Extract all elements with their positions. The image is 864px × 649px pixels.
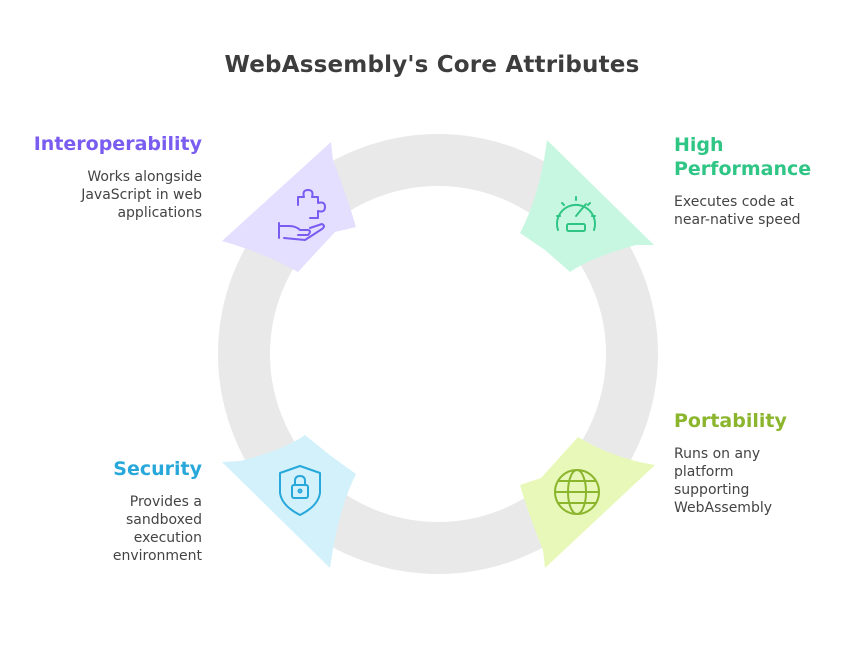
attribute-description: Provides a sandboxed execution environme… xyxy=(112,494,202,564)
puzzle-hand-icon xyxy=(278,189,326,241)
speedometer-icon xyxy=(556,196,596,232)
attribute-high-performance: High Performance Executes code at near-n… xyxy=(674,133,849,229)
attribute-description: Executes code at near-native speed xyxy=(674,194,801,228)
attribute-description: Runs on any platform supporting WebAssem… xyxy=(674,446,772,516)
attribute-security: Security Provides a sandboxed execution … xyxy=(40,457,202,565)
segment-perf xyxy=(520,140,654,272)
attribute-portability: Portability Runs on any platform support… xyxy=(674,409,849,517)
segment-interop xyxy=(222,142,356,272)
globe-icon xyxy=(554,469,600,515)
shield-lock-icon xyxy=(279,465,321,516)
attribute-interoperability: Interoperability Works alongside JavaScr… xyxy=(20,132,202,222)
attribute-title: Portability xyxy=(674,410,787,432)
cycle-ring xyxy=(218,134,658,574)
attribute-description: Works alongside JavaScript in web applic… xyxy=(81,169,202,221)
segment-sec xyxy=(222,435,356,568)
diagram-title: WebAssembly's Core Attributes xyxy=(224,52,640,78)
attribute-title: Security xyxy=(113,458,202,480)
attribute-title: Interoperability xyxy=(33,133,202,155)
attribute-title: High Performance xyxy=(674,134,812,180)
